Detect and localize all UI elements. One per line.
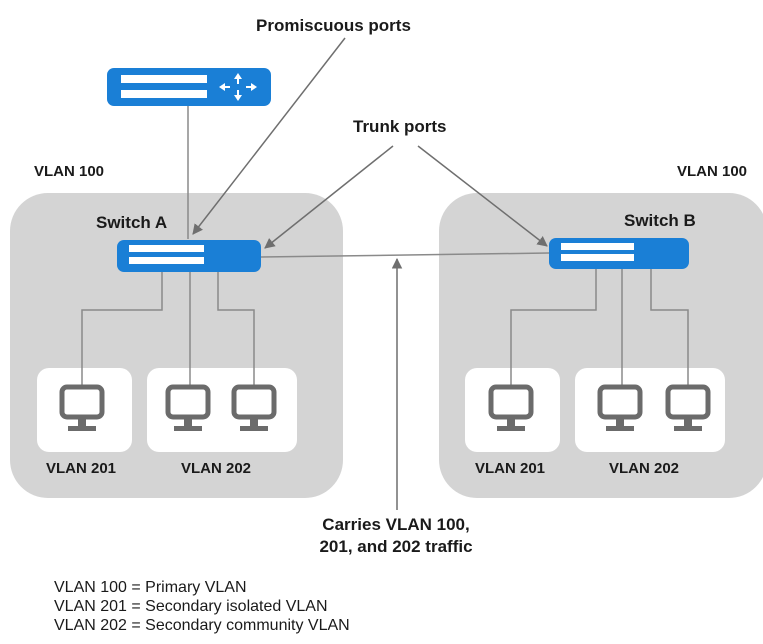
switch-a-label: Switch A <box>96 213 168 232</box>
router-icon <box>107 68 271 106</box>
legend-item: VLAN 100 = Primary VLAN <box>54 579 247 596</box>
switch-a-icon <box>117 240 261 272</box>
trunk-arrow-b <box>417 145 548 247</box>
vlan202-label-left: VLAN 202 <box>181 460 252 477</box>
promiscuous-ports-label: Promiscuous ports <box>256 16 411 35</box>
switch-b-label: Switch B <box>624 211 696 230</box>
trunk-link-line <box>260 252 550 258</box>
switch-a-to-vlan202-pc2-line <box>217 272 255 385</box>
vlan100-label-right: VLAN 100 <box>677 163 748 180</box>
switch-a-to-vlan201-line <box>81 272 163 385</box>
legend: VLAN 100 = Primary VLAN VLAN 201 = Secon… <box>54 578 350 635</box>
switch-b-icon <box>549 238 689 269</box>
vlan100-zone-left <box>10 193 343 498</box>
legend-item: VLAN 201 = Secondary isolated VLAN <box>54 598 328 615</box>
trunk-arrow-a <box>264 145 394 249</box>
vlan202-label-right: VLAN 202 <box>609 460 680 477</box>
vlan100-label-left: VLAN 100 <box>34 163 105 180</box>
carries-traffic-line-2: 201, and 202 traffic <box>319 537 473 556</box>
trunk-ports-label: Trunk ports <box>353 117 447 136</box>
vlan201-label-left: VLAN 201 <box>46 460 117 477</box>
legend-item: VLAN 202 = Secondary community VLAN <box>54 617 350 634</box>
carries-traffic-line-1: Carries VLAN 100, <box>322 515 470 534</box>
switch-b-to-vlan202-pc2-line <box>650 268 689 385</box>
promiscuous-arrow <box>192 37 346 235</box>
vlan201-label-right: VLAN 201 <box>475 460 546 477</box>
carries-traffic-label: Carries VLAN 100, 201, and 202 traffic <box>296 514 496 558</box>
switch-b-to-vlan201-line <box>510 268 597 385</box>
